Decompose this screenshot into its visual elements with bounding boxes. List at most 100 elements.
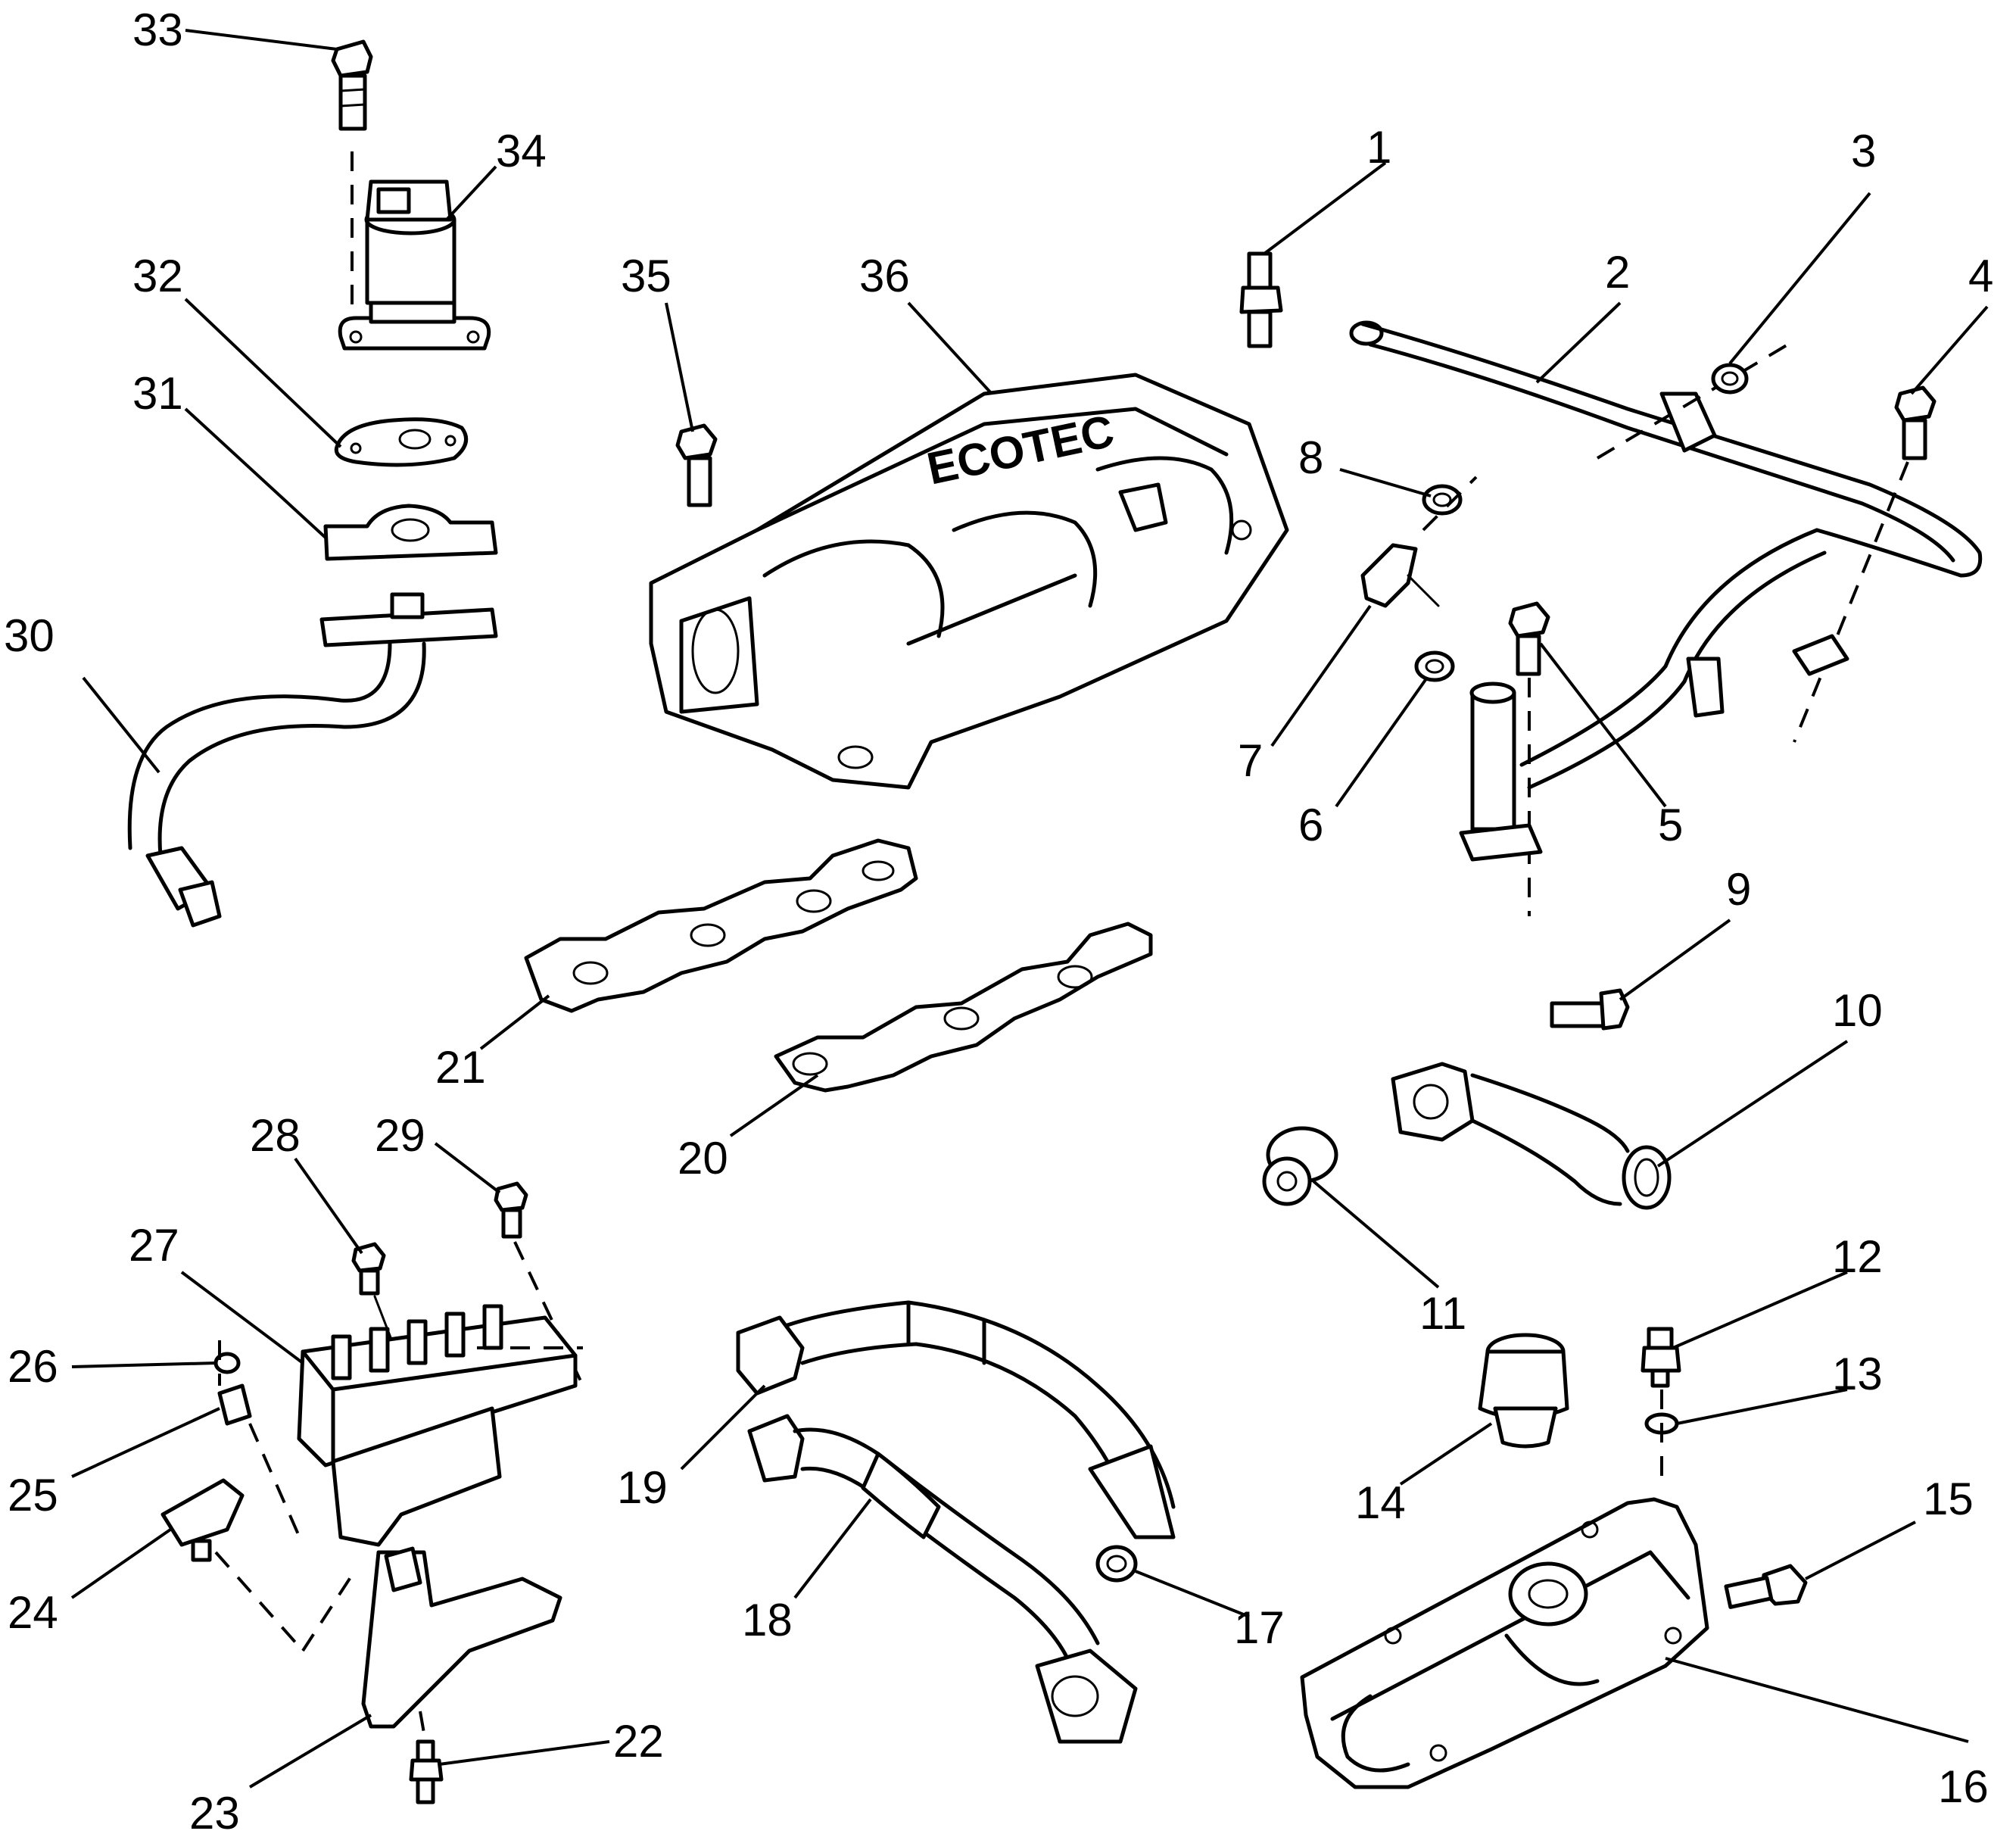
egr-valve: [338, 179, 491, 351]
temperature-sensor: [1641, 1327, 1681, 1388]
egr-valve-gasket: [334, 417, 469, 467]
leader-4: [1910, 305, 1989, 395]
leader-16: [1665, 1657, 1969, 1743]
callout-34: 34: [496, 126, 547, 176]
intake-manifold: ECOTEC: [649, 373, 1289, 790]
callout-11: 11: [1419, 1288, 1466, 1339]
callout-9: 9: [1726, 864, 1751, 915]
leader-lines: [70, 29, 1989, 1789]
oil-fill-cap: [1478, 1333, 1569, 1449]
leader-26: [71, 1361, 217, 1368]
leader-34: [445, 165, 497, 221]
leader-22: [438, 1740, 610, 1766]
callout-35: 35: [621, 251, 671, 301]
pipe-bracket: [1792, 634, 1849, 676]
leader-21: [479, 994, 550, 1050]
leader-7: [1270, 604, 1372, 747]
coolant-bypass-pipe: [747, 1414, 1138, 1744]
leader-36: [907, 301, 993, 395]
leader-27: [180, 1271, 304, 1365]
egr-valve-bolt: [331, 39, 373, 131]
callout-24: 24: [8, 1587, 58, 1638]
leader-10: [1656, 1040, 1849, 1168]
position-sensor: [160, 1478, 245, 1562]
callout-29: 29: [375, 1110, 425, 1161]
hose-elbow: [1360, 543, 1440, 608]
bolt-guide-line-29: [513, 1241, 584, 1386]
thermostat: [1262, 1126, 1338, 1206]
coolant-crossover-pipe: [736, 1300, 1176, 1539]
leader-11: [1312, 1180, 1440, 1289]
callout-2: 2: [1605, 247, 1630, 298]
heater-outlet-fitting: [1459, 682, 1543, 862]
callout-3: 3: [1851, 126, 1876, 176]
leader-33: [185, 29, 338, 51]
leader-17: [1135, 1570, 1250, 1618]
hose-clamp-lower: [1414, 650, 1455, 682]
leader-13: [1676, 1388, 1848, 1425]
callout-15: 15: [1923, 1474, 1974, 1524]
callout-4: 4: [1968, 251, 1993, 301]
callout-27: 27: [129, 1220, 179, 1271]
callout-21: 21: [435, 1042, 486, 1093]
leader-23: [248, 1714, 372, 1789]
leader-12: [1672, 1271, 1848, 1349]
callout-10: 10: [1832, 985, 1883, 1036]
callout-26: 26: [8, 1341, 58, 1392]
leader-19: [680, 1384, 766, 1471]
pipe-seal: [1095, 1545, 1138, 1583]
water-outlet-bolt: [1550, 988, 1630, 1031]
heater-pipe: [1349, 320, 1983, 790]
callout-labels: 1 2 3 4 5 6 7 8 9 10 11 12 13 14 15 16 1…: [4, 5, 1993, 1834]
callout-5: 5: [1658, 800, 1683, 850]
leader-35: [665, 302, 694, 432]
leader-8: [1339, 468, 1432, 497]
sensor-guide-line-24: [214, 1551, 304, 1652]
leader-32: [184, 298, 342, 448]
clip-guide-line: [1596, 339, 1796, 460]
callout-36: 36: [859, 251, 910, 301]
valve-cover: [1300, 1497, 1709, 1789]
water-outlet: [1391, 1062, 1672, 1210]
mounting-stud: [1239, 251, 1283, 348]
callout-7: 7: [1238, 735, 1263, 786]
egr-adapter-plate: [323, 504, 498, 561]
mounting-bracket: [361, 1546, 562, 1729]
callout-32: 32: [132, 251, 183, 301]
leader-20: [729, 1074, 819, 1137]
intake-manifold-gasket-lower: [774, 922, 1153, 1093]
bracket-stud: [409, 1739, 444, 1804]
stud-guide-line: [419, 1711, 427, 1742]
leader-9: [1619, 919, 1731, 1001]
callout-16: 16: [1938, 1761, 1989, 1812]
pipe-bracket-bolt: [1894, 385, 1937, 460]
leader-15: [1805, 1521, 1916, 1580]
ignition-module: [297, 1304, 578, 1547]
leader-1: [1263, 161, 1387, 255]
callout-6: 6: [1298, 800, 1323, 850]
bracket-guide-line: [248, 1423, 304, 1545]
intake-manifold-gasket-upper: [524, 838, 918, 1013]
leader-6: [1335, 676, 1429, 808]
leader-18: [793, 1498, 872, 1599]
heater-fitting-bolt: [1508, 601, 1550, 676]
callout-18: 18: [742, 1595, 793, 1645]
leader-5: [1539, 642, 1667, 808]
callout-23: 23: [189, 1788, 240, 1834]
pipe-grommet: [1711, 363, 1749, 395]
callout-8: 8: [1298, 432, 1323, 483]
bracket-bolt-28: [351, 1242, 386, 1296]
sensor-bracket: [217, 1383, 252, 1426]
callout-30: 30: [4, 610, 55, 661]
leader-29: [434, 1142, 501, 1194]
bolt-guide-line: [1793, 461, 1909, 743]
valve-cover-bolt: [1724, 1564, 1808, 1609]
leader-31: [184, 407, 327, 539]
callout-25: 25: [8, 1470, 58, 1521]
leader-25: [71, 1407, 220, 1478]
leader-14: [1399, 1422, 1493, 1486]
callout-31: 31: [132, 368, 183, 419]
callout-22: 22: [613, 1716, 664, 1767]
